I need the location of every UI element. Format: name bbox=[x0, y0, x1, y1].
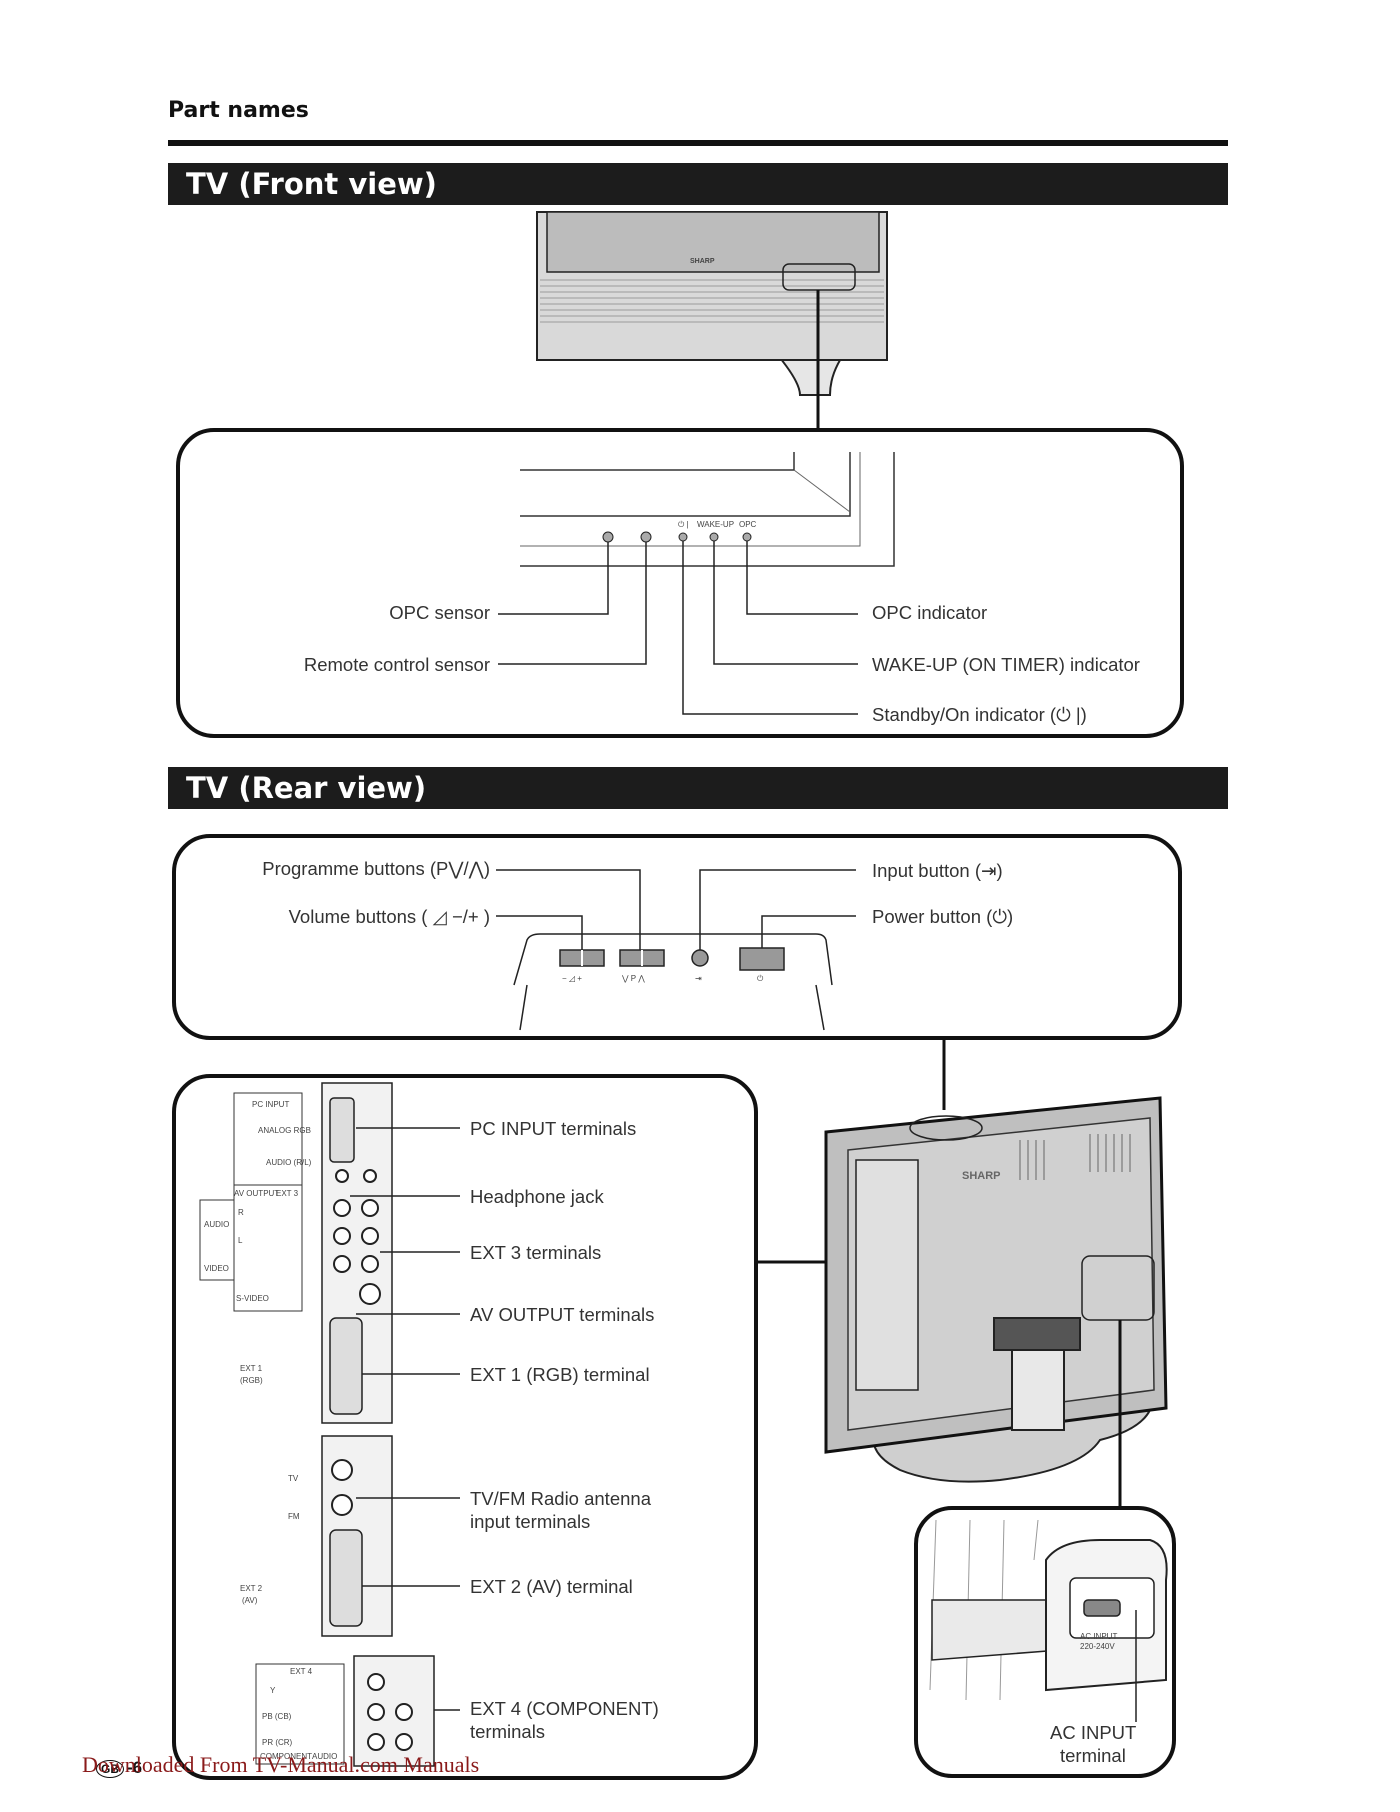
rear-buttons-panel bbox=[172, 834, 1182, 1040]
programme-marks: ⋁ P ⋀ bbox=[622, 974, 645, 983]
mark-pb: PB (CB) bbox=[262, 1712, 292, 1721]
remote-sensor-label: Remote control sensor bbox=[303, 654, 490, 675]
mark-pr: PR (CR) bbox=[262, 1738, 293, 1747]
mark-ext1: EXT 1 bbox=[240, 1364, 263, 1373]
rear-terminals-panel bbox=[172, 1074, 758, 1780]
mark-video: VIDEO bbox=[204, 1264, 229, 1273]
mark-r: R bbox=[238, 1208, 244, 1217]
input-mark: ⇥ bbox=[695, 974, 702, 983]
mark-pc-input: PC INPUT bbox=[252, 1100, 290, 1109]
page-number: GB-6 bbox=[96, 1758, 142, 1778]
input-button-label: Input button (⇥) bbox=[872, 860, 1003, 881]
ext4-label-2: terminals bbox=[470, 1721, 546, 1742]
page-badge: GB bbox=[96, 1760, 124, 1778]
mark-analog-rgb: ANALOG RGB bbox=[258, 1126, 311, 1135]
ext1-label: EXT 1 (RGB) terminal bbox=[470, 1364, 650, 1385]
mark-s-video: S-VIDEO bbox=[236, 1294, 269, 1303]
rear-brand-logo: SHARP bbox=[962, 1170, 1001, 1182]
standby-mark: ⏻ | bbox=[678, 520, 689, 529]
ext3-label: EXT 3 terminals bbox=[470, 1242, 602, 1263]
front-indicator-panel bbox=[176, 428, 1184, 738]
mark-component: COMPONENT bbox=[260, 1752, 312, 1761]
mark-tv: TV bbox=[288, 1474, 299, 1483]
ac-input-label-1: AC INPUT bbox=[1050, 1722, 1137, 1743]
power-button-label: Power button (⏻) bbox=[872, 906, 1014, 927]
ext2-label: EXT 2 (AV) terminal bbox=[470, 1576, 633, 1597]
mark-ext2: EXT 2 bbox=[240, 1584, 263, 1593]
front-brand-logo: SHARP bbox=[690, 258, 715, 265]
wakeup-indicator-label: WAKE-UP (ON TIMER) indicator bbox=[872, 654, 1140, 675]
volume-marks: − ◿ + bbox=[562, 974, 582, 983]
rear-view-banner: TV (Rear view) bbox=[168, 767, 1228, 809]
standby-indicator-label: Standby/On indicator (⏻ |) bbox=[872, 704, 1087, 725]
footer-watermark[interactable]: Downloaded From TV-Manual.com Manuals bbox=[82, 1752, 480, 1777]
mark-audio-rl: AUDIO (R/L) bbox=[266, 1158, 312, 1167]
page-number-text: -6 bbox=[127, 1758, 143, 1777]
opc-mark: OPC bbox=[739, 520, 757, 529]
ac-input-mark: AC INPUT bbox=[1080, 1632, 1118, 1641]
heading-rule bbox=[168, 140, 1228, 146]
pc-input-label: PC INPUT terminals bbox=[470, 1118, 637, 1139]
mark-y: Y bbox=[270, 1686, 276, 1695]
headphone-label: Headphone jack bbox=[470, 1186, 604, 1207]
ext4-label-1: EXT 4 (COMPONENT) bbox=[470, 1698, 659, 1719]
mark-fm: FM bbox=[288, 1512, 300, 1521]
mark-av: (AV) bbox=[242, 1596, 258, 1605]
wakeup-mark: WAKE-UP bbox=[697, 520, 735, 529]
mark-ext3: EXT 3 bbox=[276, 1189, 299, 1198]
mark-av-output: AV OUTPUT bbox=[234, 1189, 280, 1198]
mark-audio-small: AUDIO bbox=[312, 1752, 338, 1761]
front-view-banner: TV (Front view) bbox=[168, 163, 1228, 205]
ac-input-label-2: terminal bbox=[1060, 1745, 1126, 1766]
volume-buttons-label: Volume buttons ( ◿ −/+ ) bbox=[288, 906, 490, 927]
power-mark: ⏻ bbox=[757, 974, 764, 983]
opc-sensor-label: OPC sensor bbox=[389, 602, 490, 623]
mark-ext4: EXT 4 bbox=[290, 1667, 313, 1676]
mark-l: L bbox=[238, 1236, 243, 1245]
antenna-label-2: input terminals bbox=[470, 1511, 591, 1532]
opc-indicator-label: OPC indicator bbox=[872, 602, 988, 623]
page-heading: Part names bbox=[168, 98, 309, 123]
antenna-label-1: TV/FM Radio antenna bbox=[470, 1488, 651, 1509]
programme-buttons-label: Programme buttons (P⋁/⋀) bbox=[262, 858, 490, 879]
ac-voltage-mark: 220-240V bbox=[1080, 1642, 1115, 1651]
mark-audio: AUDIO bbox=[204, 1220, 230, 1229]
av-output-label: AV OUTPUT terminals bbox=[470, 1304, 655, 1325]
mark-rgb: (RGB) bbox=[240, 1376, 263, 1385]
